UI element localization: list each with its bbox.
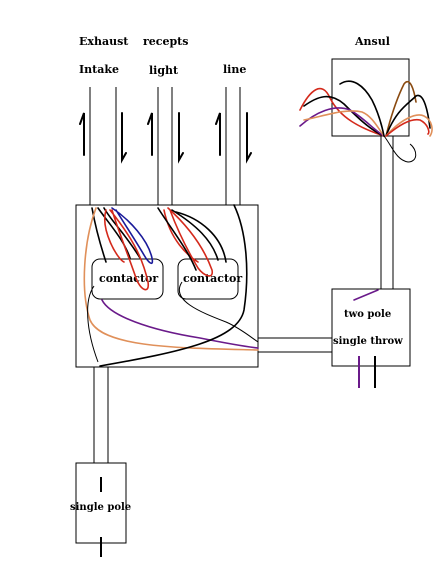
label-light: light — [149, 64, 179, 77]
contactor-right-label: contactor — [183, 272, 242, 285]
label-line: line — [223, 63, 246, 76]
conduit-ansul-to-two-pole — [380, 136, 394, 289]
conduit-lines — [89, 87, 241, 205]
wires-ansul — [299, 80, 433, 163]
two-pole-single-throw-box — [331, 288, 411, 367]
flow-arrows — [79, 112, 252, 164]
wires-main-box — [83, 204, 259, 367]
contactor-left-label: contactor — [99, 272, 158, 285]
single-pole-label: single pole — [70, 502, 131, 513]
main-junction-box — [75, 204, 259, 368]
label-exhaust: Exhaust — [79, 35, 129, 48]
two-pole-label: two pole — [344, 309, 391, 320]
conduit-to-two-pole — [258, 337, 332, 353]
single-throw-label: single throw — [333, 336, 403, 347]
label-intake: Intake — [79, 63, 119, 76]
conduit-to-single-pole — [93, 367, 109, 463]
label-ansul: Ansul — [354, 35, 390, 48]
label-recepts: recepts — [143, 35, 188, 48]
